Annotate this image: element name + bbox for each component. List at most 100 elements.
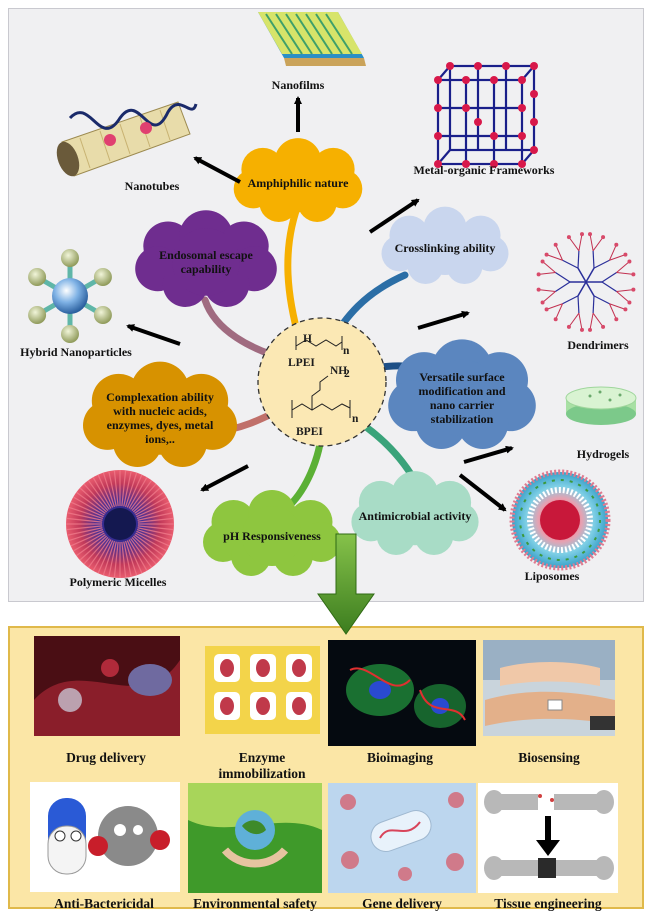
mof-node [446,62,454,70]
mof-node [462,160,470,168]
cloud-label-endosomal: Endosomal escape [159,248,253,262]
cloud-label-amphiphilic: Amphiphilic nature [248,176,349,190]
n-subscript-top: n [343,345,350,357]
mof-node [474,118,482,126]
caption-hybrid-nanoparticles: Hybrid Nanoparticles [20,345,132,359]
caption-bioimaging: Bioimaging [367,750,433,765]
mof-node [530,62,538,70]
caption-liposomes: Liposomes [525,569,580,583]
caption-polymeric-micelles: Polymeric Micelles [70,575,167,589]
cloud-label-complexation: enzymes, dyes, metal [107,418,214,432]
caption-anti-bactericidal: Anti-Bactericidal [54,896,154,911]
application-images [30,636,618,893]
bpei-label: BPEI [296,426,323,438]
cloud-label-ph: pH Responsiveness [223,529,321,543]
cloud-label-complexation: Complexation ability [106,390,214,404]
environmental-safety-image [188,783,322,893]
drug-delivery-image [34,636,180,736]
cloud-label-complexation: with nucleic acids, [113,404,207,418]
mof-node [462,104,470,112]
cloud-label-versatile: nano carrier [430,398,495,412]
caption-tissue-engineering: Tissue engineering [494,896,602,911]
mof-nodes [434,62,538,168]
bpei-structure [291,375,351,418]
arrows [126,96,514,512]
caption-nanofilms: Nanofilms [272,78,325,92]
amine-label: NH [330,365,347,377]
caption-biosensing: Biosensing [518,750,580,765]
center-circle [257,317,387,447]
hybrid-satellite [61,325,79,343]
hybrid-satellite [28,268,47,286]
mof-node [530,118,538,126]
hybrid-satellite [93,268,112,286]
tissue-engineering-image [478,783,618,893]
caption-enzyme-immobilization: Enzyme [239,750,286,765]
bioimaging-image [328,640,476,746]
cloud-amphiphilic: Amphiphilic nature [233,138,363,222]
mof-node [530,90,538,98]
caption-mof: Metal-organic Frameworks [414,163,555,177]
mof-node [502,62,510,70]
mof-node [434,76,442,84]
mof-node [490,132,498,140]
amine-subscript: 2 [344,368,350,380]
mof-node [490,160,498,168]
nanofilm-illustration [258,12,366,66]
mof-node [474,62,482,70]
biosensing-image [483,640,615,736]
lpei-label: LPEI [288,357,315,369]
stem-amphiphilic [284,196,304,346]
dendrimer-illustration [536,232,636,332]
caption-nanotubes: Nanotubes [125,179,180,193]
mof-node [434,132,442,140]
caption-enzyme-immobilization: immobilization [219,766,306,781]
central-polymer: H n LPEI NH 2 n BPEI [257,317,387,447]
cloud-label-crosslinking: Crosslinking ability [395,241,496,255]
caption-dendrimers: Dendrimers [567,338,629,352]
cloud-ph: pH Responsiveness [203,490,341,576]
anti-bactericidal-image [30,782,180,892]
cloud-label-versatile: Versatile surface [419,370,505,384]
hybrid-satellite [61,249,79,267]
mof-node [434,104,442,112]
caption-environmental-safety: Environmental safety [193,896,317,911]
hybrid-satellite [28,306,47,324]
enzyme-immobilization-image [205,646,320,734]
down-arrow [317,533,375,635]
h-label: H [303,333,312,345]
mof-node [518,160,526,168]
hybrid-satellite [93,306,112,324]
cloud-label-endosomal: capability [181,262,232,276]
mof-node [518,76,526,84]
caption-gene-delivery: Gene delivery [362,896,442,911]
micelle-illustration [66,470,174,578]
hydrogel-illustration [565,386,637,425]
caption-hydrogels: Hydrogels [577,447,630,461]
caption-drug-delivery: Drug delivery [66,750,146,765]
liposome-illustration [509,469,611,571]
mof-node [490,76,498,84]
mof-node [518,132,526,140]
mof-node [518,104,526,112]
gene-delivery-image [328,783,476,893]
hybrid-nanoparticle-illustration [28,249,112,343]
mof-node [530,146,538,154]
n-subscript-bottom: n [352,413,359,425]
lpei-structure [295,336,343,350]
cloud-label-versatile: modification and [418,384,505,398]
cloud-label-complexation: ions,.. [145,432,175,446]
cloud-crosslinking: Crosslinking ability [381,206,509,284]
cloud-antimicrobial: Antimicrobial activity [351,471,479,555]
nanotube-illustration [56,101,198,177]
cloud-label-versatile: stabilization [431,412,494,426]
mof-node [462,76,470,84]
